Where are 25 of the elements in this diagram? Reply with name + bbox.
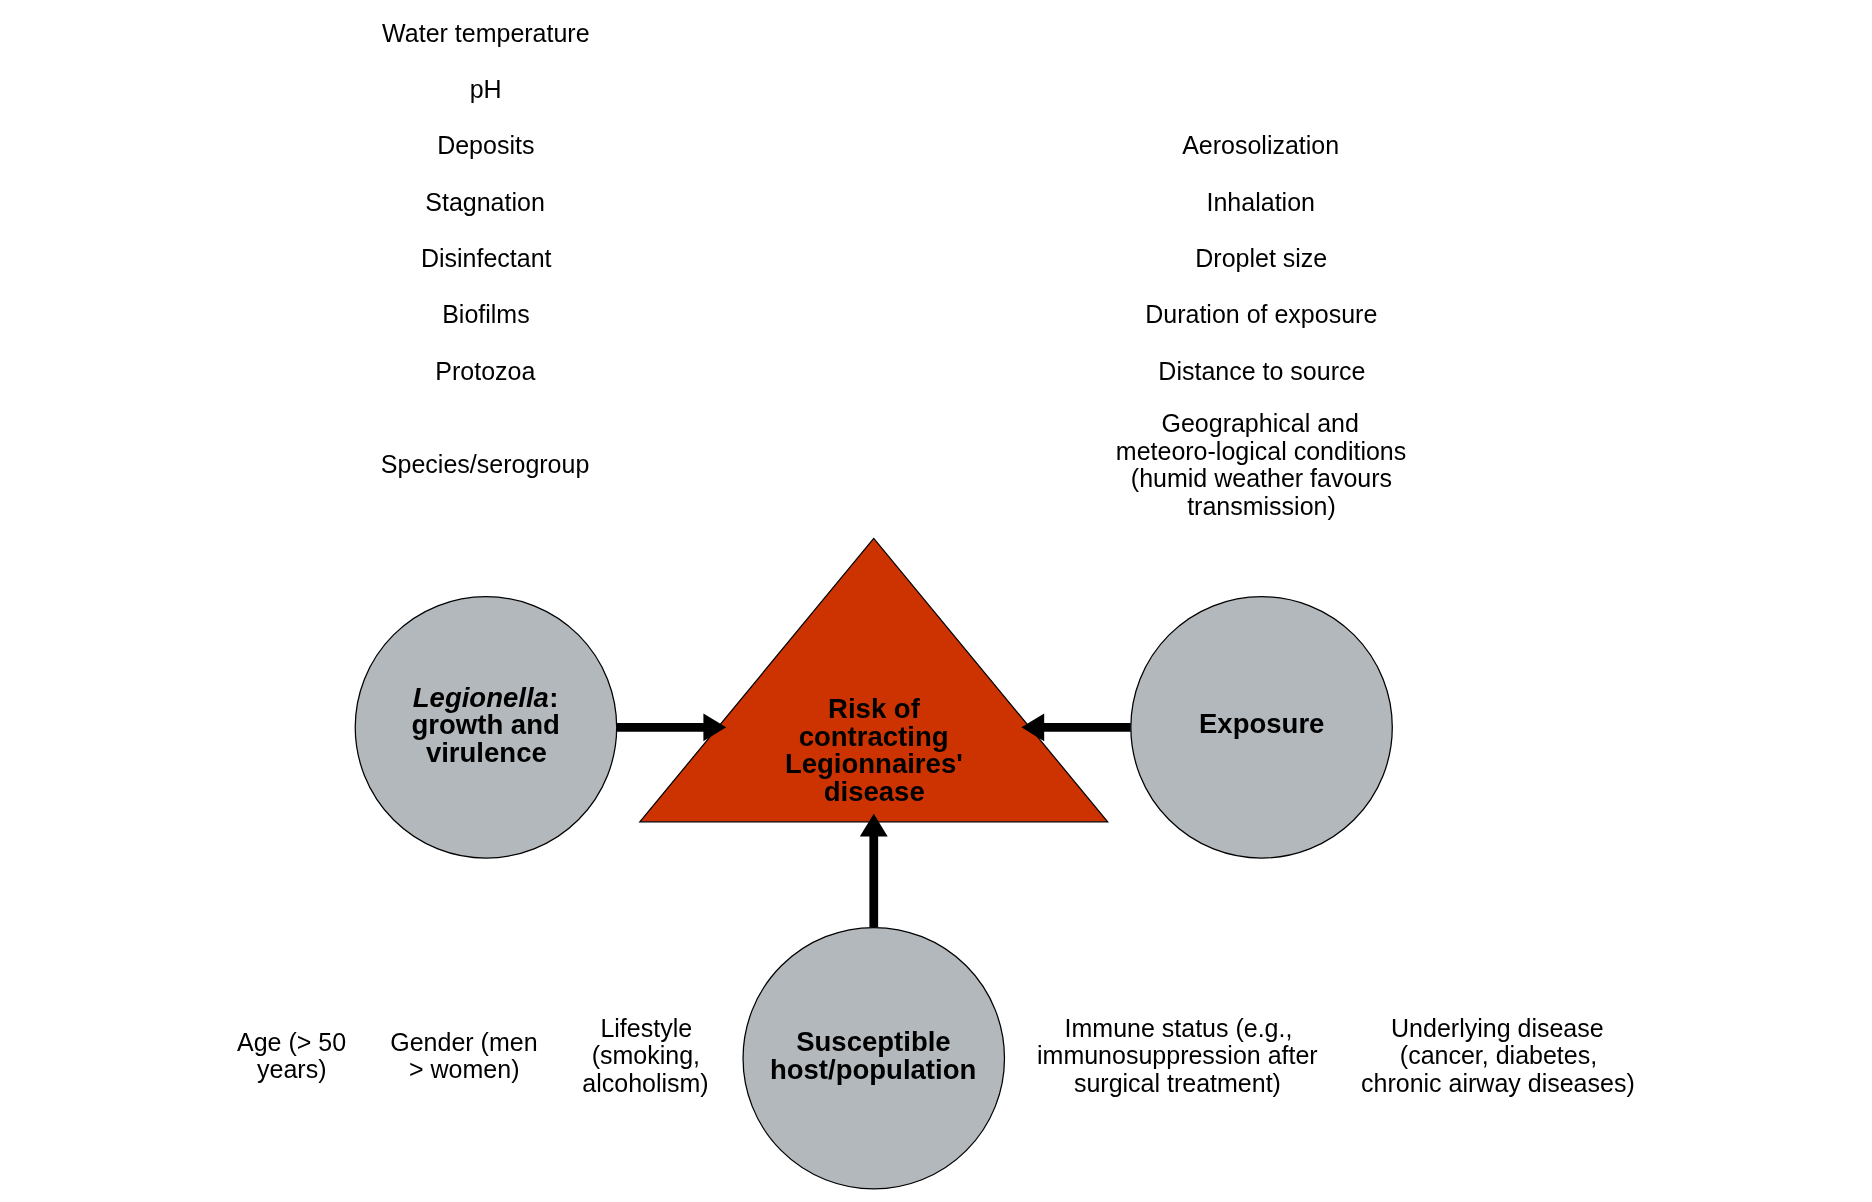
label: Aerosolization (1182, 131, 1340, 160)
arrow (859, 813, 888, 928)
label: Age (> 50 years) (237, 1027, 347, 1084)
arrow (1021, 713, 1131, 742)
label: pH (469, 75, 502, 104)
node-circle: Legionella: growth and virulence (354, 596, 618, 859)
label: Stagnation (425, 187, 545, 216)
label: Species/serogroup (380, 450, 590, 479)
label: Geographical and meteoro-logical conditions (humid weather favours transmission) (1115, 409, 1407, 520)
label: Distance to source (1158, 356, 1366, 385)
label: Duration of exposure (1145, 300, 1378, 329)
label: Inhalation (1206, 187, 1315, 216)
arrow (617, 713, 727, 742)
label: Immune status (e.g., immunosuppression after surgical treatment) (1037, 1013, 1318, 1098)
label: Underlying disease (cancer, diabetes, chronic airway diseases) (1361, 1013, 1635, 1098)
label: Disinfectant (420, 243, 552, 272)
label: Deposits (437, 131, 535, 160)
label: Gender (men > women) (390, 1027, 538, 1084)
label: Lifestyle (smoking, alcoholism) (582, 1013, 709, 1098)
label: Biofilms (442, 300, 530, 329)
node-circle: Susceptible host/population (742, 926, 1006, 1190)
label: Droplet size (1195, 243, 1328, 272)
node-circle: Exposure (1130, 596, 1393, 859)
label: Protozoa (435, 356, 536, 385)
label: Water temperature (382, 18, 590, 47)
